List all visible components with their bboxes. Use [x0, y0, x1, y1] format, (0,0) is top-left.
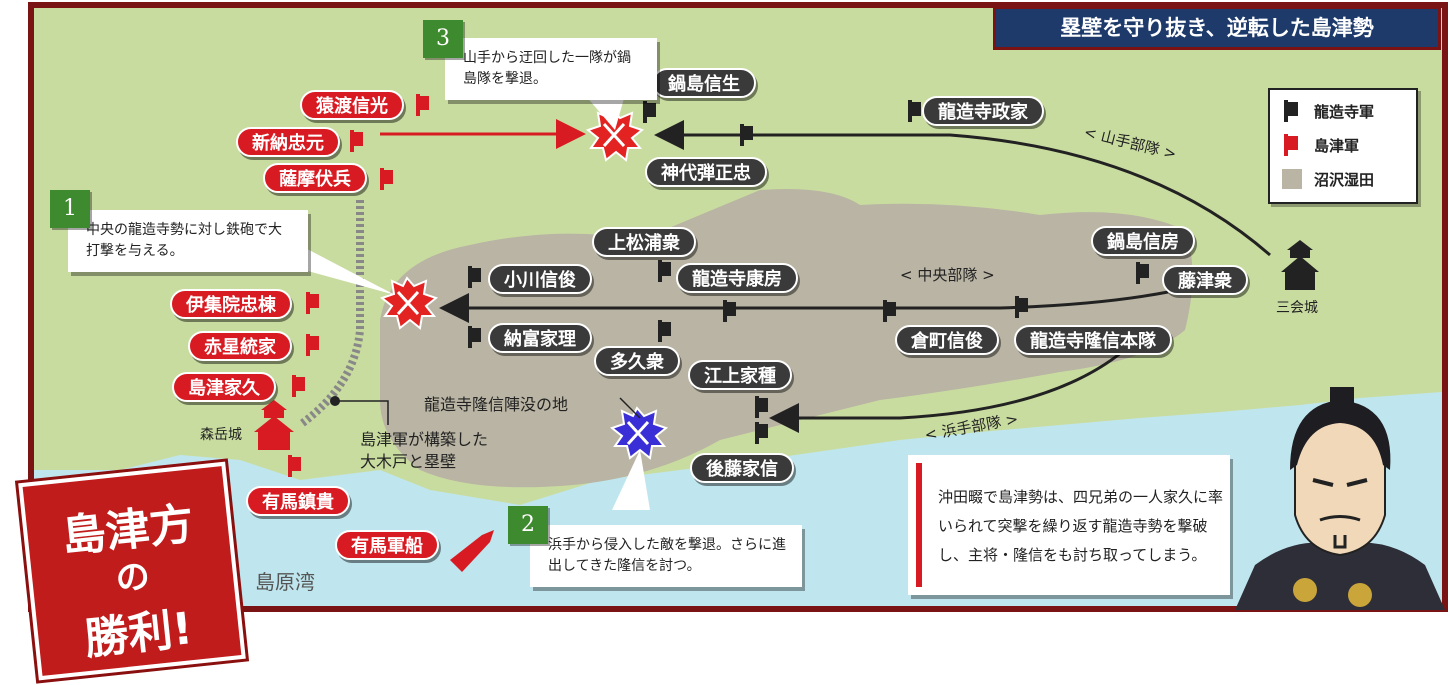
unit-ryuzoji: 後藤家信	[690, 453, 794, 483]
hamate-route	[769, 350, 1123, 433]
legend-row-shimazu: 島津軍	[1282, 132, 1359, 158]
note-3-text: 山手から迂回した一隊が鍋島隊を撃退。	[463, 50, 631, 87]
unit-ryuzoji: 龍造寺康房	[676, 263, 798, 293]
unit-ryuzoji: 多久衆	[594, 346, 680, 376]
unit-ryuzoji: 龍造寺隆信本隊	[1014, 325, 1172, 355]
unit-ryuzoji: 鍋島信生	[652, 68, 756, 98]
death-leader	[619, 397, 641, 419]
unit-shimazu: 新納忠元	[236, 127, 340, 157]
earthen-wall	[297, 200, 364, 429]
note-2-text: 浜手から侵入した敵を撃退。さらに進出してきた隆信を討つ。	[548, 537, 786, 574]
summary-text: 沖田畷で島津勢は、四兄弟の一人家久に率いられて突撃を繰り返す龍造寺勢を撃破し、主…	[938, 488, 1224, 564]
yamate-route	[654, 120, 1271, 257]
note-1-text: 中央の龍造寺勢に対し鉄砲で大打撃を与える。	[86, 222, 282, 259]
unit-shimazu: 猿渡信光	[300, 90, 404, 120]
swamp-swatch	[1282, 169, 1302, 189]
unit-ryuzoji: 鍋島信房	[1091, 226, 1195, 256]
summary-box: 沖田畷で島津勢は、四兄弟の一人家久に率いられて突撃を繰り返す龍造寺勢を撃破し、主…	[908, 455, 1230, 595]
clash-marker-chuo	[379, 276, 439, 330]
unit-shimazu: 島津家久	[172, 372, 276, 402]
moritake-castle-label: 森岳城	[200, 427, 242, 443]
note-3: 山手から迂回した一隊が鍋島隊を撃退。	[445, 38, 657, 100]
clash-marker-yamate	[585, 108, 645, 162]
gate-leader	[335, 400, 389, 425]
unit-ryuzoji: 倉町信俊	[895, 325, 999, 355]
samurai-portrait-illustration	[1235, 387, 1445, 610]
legend-label: 島津軍	[1314, 136, 1360, 155]
swamp-area	[380, 189, 1193, 488]
bay-label: 島原湾	[255, 570, 315, 594]
sankai-castle-icon	[1281, 240, 1319, 290]
wall-label: 島津軍が構築した 大木戸と塁壁	[360, 430, 489, 471]
flag-icon	[1284, 134, 1298, 156]
unit-shimazu: 伊集院忠棟	[170, 289, 292, 319]
chuo-route	[439, 290, 1169, 323]
note3-pointer	[585, 95, 625, 130]
victory-stamp: 島津方 の 勝利!	[18, 461, 246, 681]
sankai-castle-label: 三会城	[1276, 300, 1318, 316]
note2-pointer	[612, 450, 650, 510]
shimazu-ship	[450, 530, 494, 572]
shimazu-flags	[288, 94, 429, 477]
title-banner: 塁壁を守り抜き、逆転した島津勢	[993, 6, 1441, 50]
route-label-chuo: < 中央部隊 >	[900, 266, 995, 284]
unit-ryuzoji: 江上家種	[688, 360, 792, 390]
legend-row-swamp: 沼沢湿田	[1282, 166, 1374, 192]
unit-shimazu: 有馬軍船	[335, 530, 439, 560]
moritake-castle-icon	[254, 400, 294, 450]
legend-label: 龍造寺軍	[1314, 102, 1375, 121]
unit-ryuzoji: 神代弾正忠	[645, 157, 767, 187]
unit-shimazu: 薩摩伏兵	[263, 163, 367, 193]
legend: 龍造寺軍 島津軍 沼沢湿田	[1268, 88, 1418, 204]
unit-shimazu: 有馬鎮貴	[246, 486, 350, 516]
unit-ryuzoji: 上松浦衆	[592, 227, 696, 257]
legend-row-ryuzoji: 龍造寺軍	[1282, 98, 1374, 124]
note-3-number: 3	[423, 20, 463, 58]
note-2: 浜手から侵入した敵を撃退。さらに進出してきた隆信を討つ。	[530, 525, 802, 587]
flag-icon	[1284, 100, 1298, 122]
legend-label: 沼沢湿田	[1314, 170, 1375, 189]
note-1-number: 1	[50, 190, 90, 228]
note-2-number: 2	[508, 506, 548, 544]
summary-accent-bar	[916, 463, 922, 587]
death-site-label: 龍造寺隆信陣没の地	[424, 395, 569, 414]
unit-ryuzoji: 藤津衆	[1162, 265, 1248, 295]
ryuzoji-flags	[468, 100, 1149, 444]
unit-ryuzoji: 龍造寺政家	[922, 96, 1044, 126]
unit-ryuzoji: 納富家理	[488, 323, 592, 353]
unit-shimazu: 赤星統家	[188, 331, 292, 361]
unit-ryuzoji: 小川信俊	[488, 264, 592, 294]
note-1: 中央の龍造寺勢に対し鉄砲で大打撃を与える。	[68, 210, 308, 272]
